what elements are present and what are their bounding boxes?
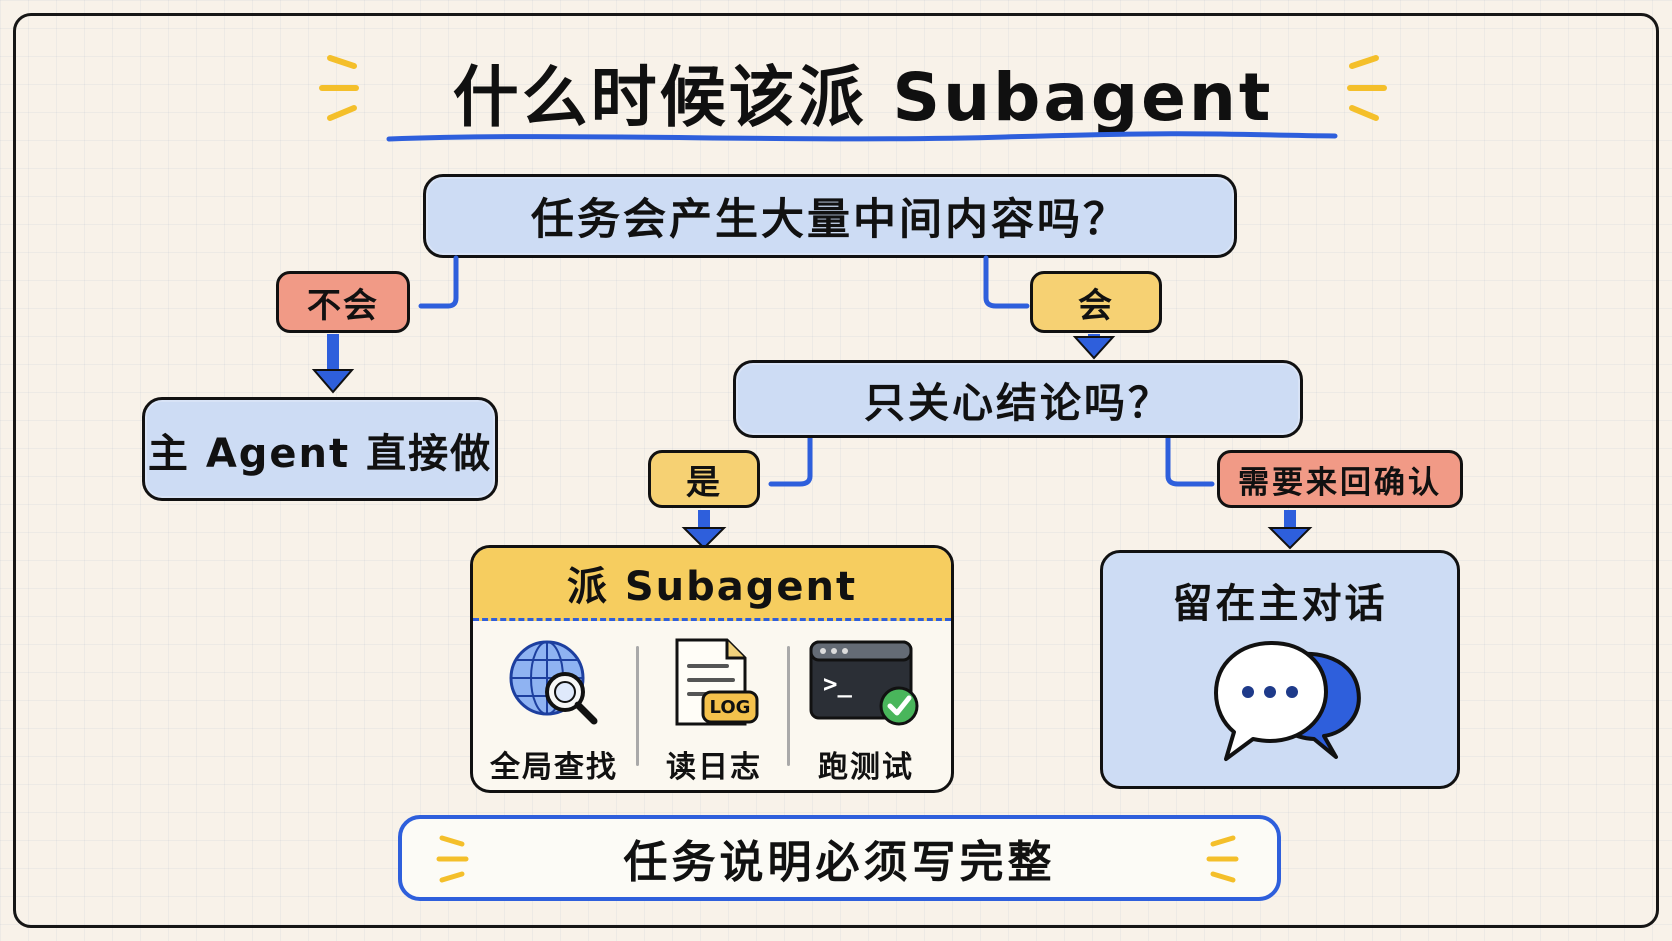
tool-read-logs: LOG 读日志 [639, 634, 789, 785]
log-document-icon: LOG [675, 638, 759, 726]
stay-main-dialog-card: 留在主对话 [1100, 550, 1460, 789]
tool-divider-1 [636, 646, 639, 766]
diagram-title: 什么时候该派 Subagent [452, 59, 1274, 136]
branch-tag-yes: 会 [1030, 271, 1162, 333]
tool-run-tests: >_ 跑测试 [791, 634, 941, 785]
footer-right-burst-icon [1206, 835, 1239, 883]
tool-divider-2 [787, 646, 790, 766]
tool-label-read-logs: 读日志 [666, 750, 762, 785]
branch-tag-no: 不会 [276, 271, 410, 333]
subagent-card: 派 Subagent 全局查找 LOG 读日志 [470, 545, 954, 793]
title-right-burst-icon [1347, 55, 1387, 121]
tool-label-run-tests: 跑测试 [818, 750, 914, 785]
tool-label-global-search: 全局查找 [490, 750, 618, 785]
stay-card-title: 留在主对话 [1172, 581, 1388, 627]
terminal-check-icon: >_ [809, 640, 919, 726]
question-node-intermediate-content: 任务会产生大量中间内容吗？ [423, 174, 1237, 258]
subagent-card-title: 派 Subagent [473, 548, 951, 621]
globe-search-icon [509, 640, 598, 725]
title-left-burst-icon [319, 55, 359, 121]
branch-tag-conclusion-only: 是 [648, 450, 760, 508]
question-node-conclusion-only: 只关心结论吗？ [733, 360, 1303, 438]
title-underline [386, 131, 1338, 142]
footer-left-burst-icon [436, 835, 469, 883]
branch-tag-need-confirmation: 需要来回确认 [1217, 450, 1463, 508]
log-badge-text: LOG [710, 697, 751, 718]
outcome-main-agent-direct: 主 Agent 直接做 [142, 397, 498, 501]
tool-global-search: 全局查找 [479, 634, 629, 785]
chat-bubbles-icon [1214, 641, 1361, 761]
terminal-prompt-text: >_ [823, 670, 852, 698]
outer-frame [13, 13, 1659, 928]
footer-note: 任务说明必须写完整 [398, 815, 1281, 901]
